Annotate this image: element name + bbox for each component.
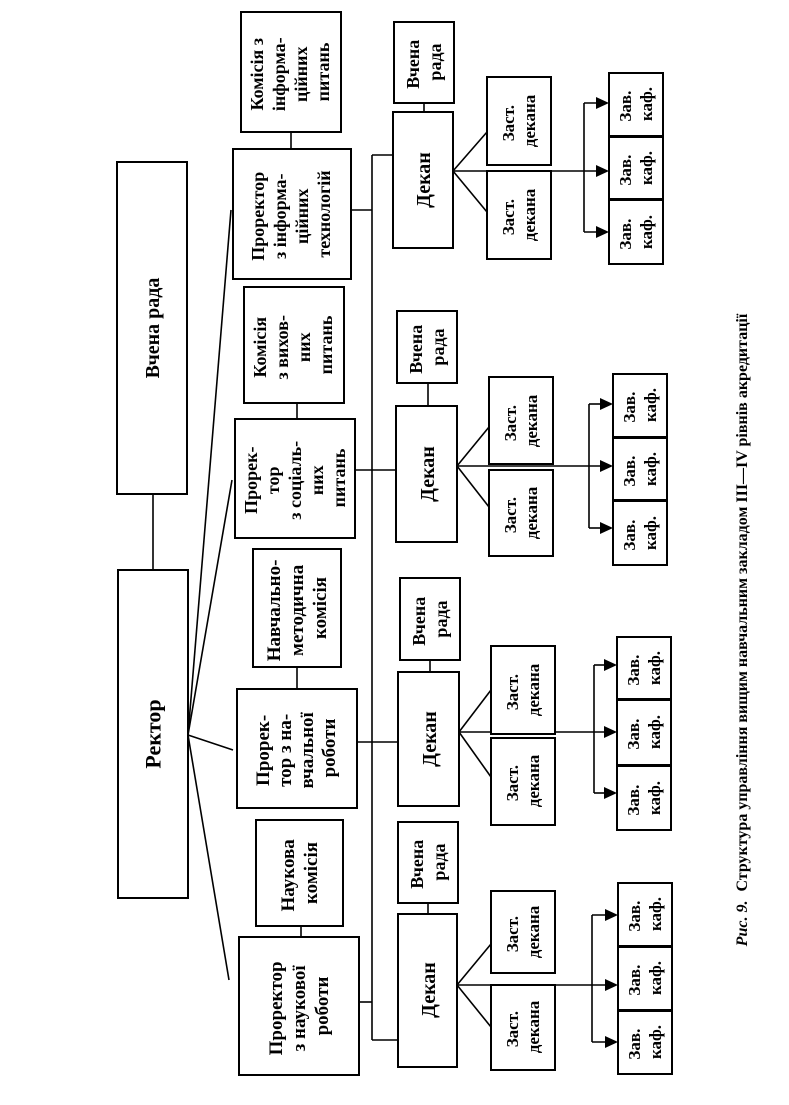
deputy-dean-box	[490, 890, 556, 974]
prorector-education-box	[236, 688, 358, 809]
it-commission-label: Комісія з інформа- ційних питань	[247, 33, 333, 111]
faculty-council-label: Вчена рада	[403, 35, 445, 89]
head-of-department-label: Зав. каф.	[625, 896, 665, 931]
rector-box	[117, 569, 189, 899]
it-commission-box	[240, 11, 342, 133]
faculty-council-box	[393, 21, 455, 104]
figure-caption-prefix: Рис. 9.	[734, 901, 751, 948]
node-boxes	[116, 11, 673, 1076]
dean-label: Декан	[417, 446, 439, 502]
prorector-science-label: Проректор з наукової роботи	[266, 957, 333, 1056]
deputy-dean-box	[490, 984, 556, 1071]
educational-commission-label: Комісія з вихов- них питань	[250, 311, 336, 380]
faculty-council-label: Вчена рада	[406, 320, 448, 374]
deputy-dean-label: Заст. декана	[503, 905, 543, 958]
arrow-icon	[596, 97, 609, 109]
head-of-department-box	[616, 699, 672, 766]
deputy-dean-label: Заст. декана	[503, 754, 543, 807]
arrow-icon	[604, 726, 617, 738]
head-of-department-label: Зав. каф.	[625, 1024, 665, 1059]
arrowheads	[596, 97, 618, 1048]
dean-box	[397, 671, 460, 807]
deputy-dean-label: Заст. декана	[499, 94, 539, 147]
deputy-dean-box	[488, 376, 554, 465]
arrow-icon	[596, 165, 609, 177]
arrow-icon	[605, 909, 618, 921]
deputy-dean-label: Заст. декана	[503, 663, 543, 716]
methodical-commission-box	[252, 548, 342, 668]
head-of-department-label: Зав. каф.	[616, 214, 656, 249]
deputy-dean-label: Заст. декана	[501, 394, 541, 447]
scientific-commission-label: Наукова комісія	[278, 834, 322, 911]
arrow-icon	[605, 1036, 618, 1048]
faculty-council-box	[399, 577, 461, 661]
faculty-council-box	[396, 310, 458, 384]
faculty-council-label: Вчена рада	[407, 835, 449, 889]
figure-caption: Рис. 9. Структура управління вищим навча…	[734, 313, 751, 947]
prorector-science-box	[238, 936, 360, 1076]
head-of-department-box	[612, 373, 668, 438]
academic-council-box	[116, 161, 188, 495]
scientific-commission-box	[255, 819, 344, 927]
deputy-dean-label: Заст. декана	[501, 486, 541, 539]
academic-council-label: Вчена рада	[142, 278, 164, 379]
arrow-icon	[600, 522, 613, 534]
prorector-education-label: Прорек- тор з на- вчальної роботи	[253, 707, 340, 788]
head-of-department-label: Зав. каф.	[624, 714, 664, 749]
arrow-icon	[604, 787, 617, 799]
head-of-department-label: Зав. каф.	[620, 387, 660, 422]
deputy-dean-label: Заст. декана	[503, 1000, 543, 1053]
head-of-department-box	[608, 72, 664, 137]
head-of-department-label: Зав. каф.	[620, 451, 660, 486]
dean-label: Декан	[413, 152, 435, 208]
prorector-it-box	[232, 148, 352, 280]
head-of-department-label: Зав. каф.	[616, 86, 656, 121]
prorector-social-box	[234, 418, 356, 539]
head-of-department-box	[617, 882, 673, 947]
head-of-department-box	[612, 500, 668, 566]
head-of-department-box	[616, 636, 672, 700]
dean-box	[392, 111, 454, 249]
head-of-department-box	[608, 199, 664, 265]
deputy-dean-label: Заст. декана	[499, 188, 539, 241]
deputy-dean-box	[490, 737, 556, 826]
dean-label: Декан	[418, 962, 440, 1018]
methodical-commission-label: Навчально- методична комісія	[264, 555, 331, 661]
head-of-department-label: Зав. каф.	[625, 960, 665, 995]
rector-label: Ректор	[141, 699, 166, 768]
dean-label: Декан	[419, 711, 441, 767]
arrow-icon	[604, 659, 617, 671]
prorector-social-label: Прорек- тор з соціаль- них питань	[241, 436, 349, 519]
head-of-department-box	[617, 946, 673, 1011]
head-of-department-label: Зав. каф.	[620, 515, 660, 550]
head-of-department-label: Зав. каф.	[616, 150, 656, 185]
deputy-dean-box	[490, 645, 556, 735]
arrow-icon	[605, 979, 618, 991]
prorector-it-label: Проректор з інформа- ційних технологій	[248, 167, 334, 261]
faculty-council-label: Вчена рада	[409, 592, 451, 646]
arrow-icon	[600, 460, 613, 472]
arrow-icon	[596, 226, 609, 238]
deputy-dean-box	[486, 170, 552, 260]
figure-caption-text: Структура управління вищим навчальним за…	[734, 313, 751, 891]
deputy-dean-box	[488, 469, 554, 557]
deputy-dean-box	[486, 76, 552, 166]
head-of-department-box	[608, 136, 664, 200]
arrow-icon	[600, 398, 613, 410]
head-of-department-box	[617, 1010, 673, 1075]
faculty-council-box	[397, 821, 459, 904]
head-of-department-label: Зав. каф.	[624, 650, 664, 685]
head-of-department-box	[616, 765, 672, 831]
dean-box	[395, 405, 458, 543]
dean-box	[397, 913, 458, 1068]
educational-commission-box	[243, 286, 345, 404]
head-of-department-label: Зав. каф.	[624, 780, 664, 815]
